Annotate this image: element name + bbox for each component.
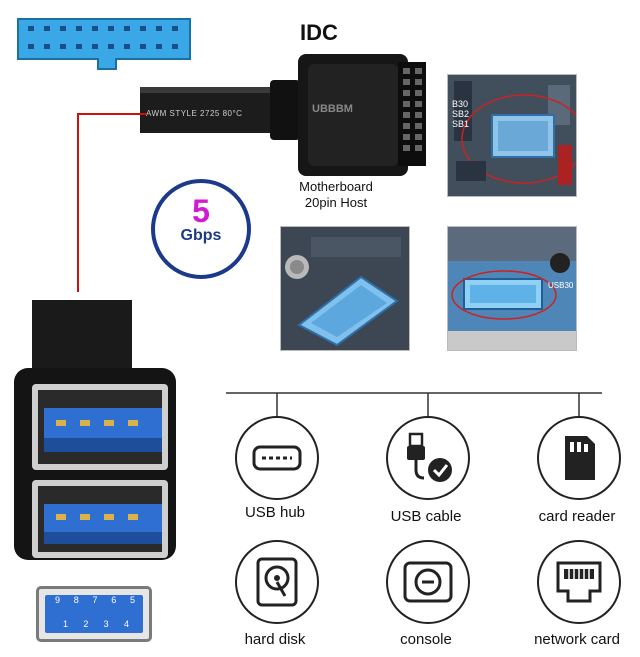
dual-usb-port [14,300,176,560]
board-label-b30: B30 [452,99,469,109]
app-usb-hub [235,416,319,500]
motherboard-photo-2 [280,226,410,351]
network-card-icon [556,561,602,603]
console-icon [403,561,453,603]
app-hard-disk-label: hard disk [244,631,306,648]
hard-disk-icon [256,557,298,607]
pinout-top-row: 9 8 7 6 5 [55,595,135,605]
pinout-bottom-row: 1 2 3 4 [63,619,129,629]
motherboard-photo-3: USB30 [447,226,577,351]
connector-mark: UBBBM [312,103,353,115]
app-usb-hub-label: USB hub [244,504,306,521]
app-network-card-label: network card [534,631,620,648]
speed-number: 5 [192,193,210,229]
app-usb-cable [386,416,470,500]
app-usb-cable-label: USB cable [390,508,462,525]
host-line-2: 20pin Host [304,195,368,210]
host-line-1: Motherboard [299,179,373,194]
motherboard-photo-1: B30 SB2 SB1 [447,74,577,197]
pin-label: 1 [63,619,69,629]
app-console [386,540,470,624]
sd-card-icon [565,436,595,480]
pin-label: 7 [92,595,98,605]
speed-unit: Gbps [180,227,222,244]
app-hard-disk [235,540,319,624]
app-card-reader-label: card reader [538,508,616,525]
board-label-usb30: USB30 [548,281,574,290]
pin-label: 3 [103,619,109,629]
pin-label: 5 [129,595,135,605]
usb-hub-icon [252,445,302,471]
pin-label: 8 [73,595,79,605]
app-network-card [537,540,621,624]
board-label-sb1: SB1 [452,119,470,129]
pin-label: 4 [123,619,129,629]
pin-label: 2 [83,619,89,629]
usb-cable-icon [407,432,452,482]
speed-badge: 5 Gbps [151,179,251,279]
app-card-reader [537,416,621,500]
board-label-sb2: SB2 [452,109,470,119]
guide-line [77,113,147,292]
idc-cable-connector [140,54,426,176]
application-connector-lines [226,392,602,416]
app-console-label: console [400,631,452,648]
pin-label: 6 [111,595,117,605]
host-caption: Motherboard 20pin Host [286,179,386,211]
cable-print-text: AWM STYLE 2725 80°C [146,109,243,118]
idc-header-diagram [17,18,191,70]
idc-label: IDC [300,20,338,45]
pin-label: 9 [55,595,61,605]
usb-pinout: 9 8 7 6 5 1 2 3 4 [36,586,152,642]
